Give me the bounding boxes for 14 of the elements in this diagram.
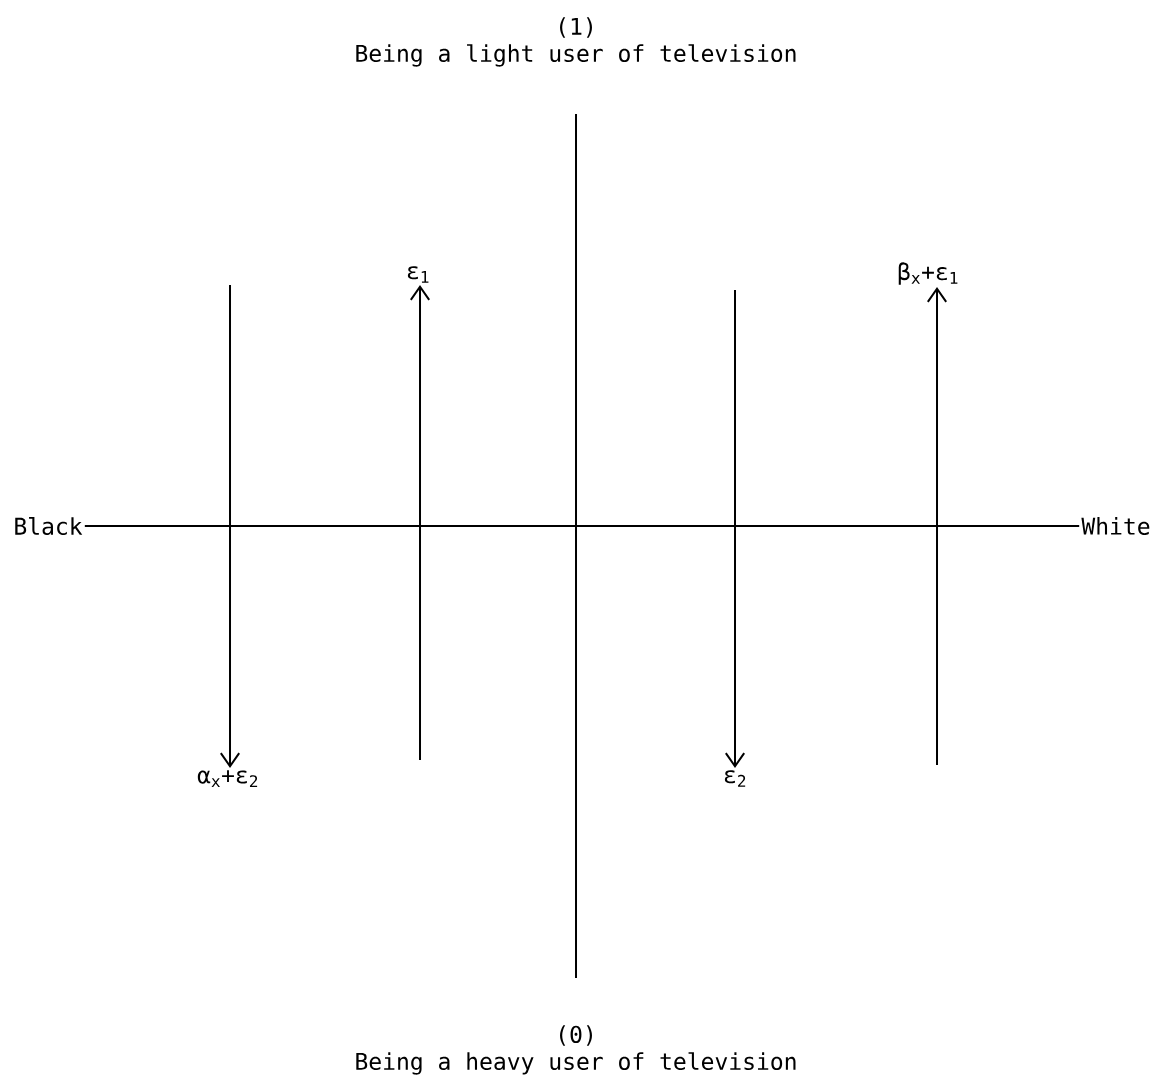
line xyxy=(83,525,1081,527)
axis-label: (1) Being a light user of television xyxy=(356,17,796,67)
arrow xyxy=(724,289,746,768)
arrow xyxy=(926,287,948,766)
line xyxy=(575,112,577,980)
arrow-label: β$_{x}$+ε$_{1}$ xyxy=(898,262,958,285)
axis-label: White xyxy=(1081,517,1150,535)
arrow xyxy=(409,285,431,761)
axis-label: (0) Being a heavy user of television xyxy=(356,1025,796,1075)
arrow-label: ε$_{2}$ xyxy=(724,770,746,787)
axis-label: Black xyxy=(15,517,83,535)
arrow-label: α$_{x}$+ε$_{2}$ xyxy=(197,770,258,788)
arrow-label: ε$_{1}$ xyxy=(407,266,429,283)
arrow xyxy=(219,284,241,768)
